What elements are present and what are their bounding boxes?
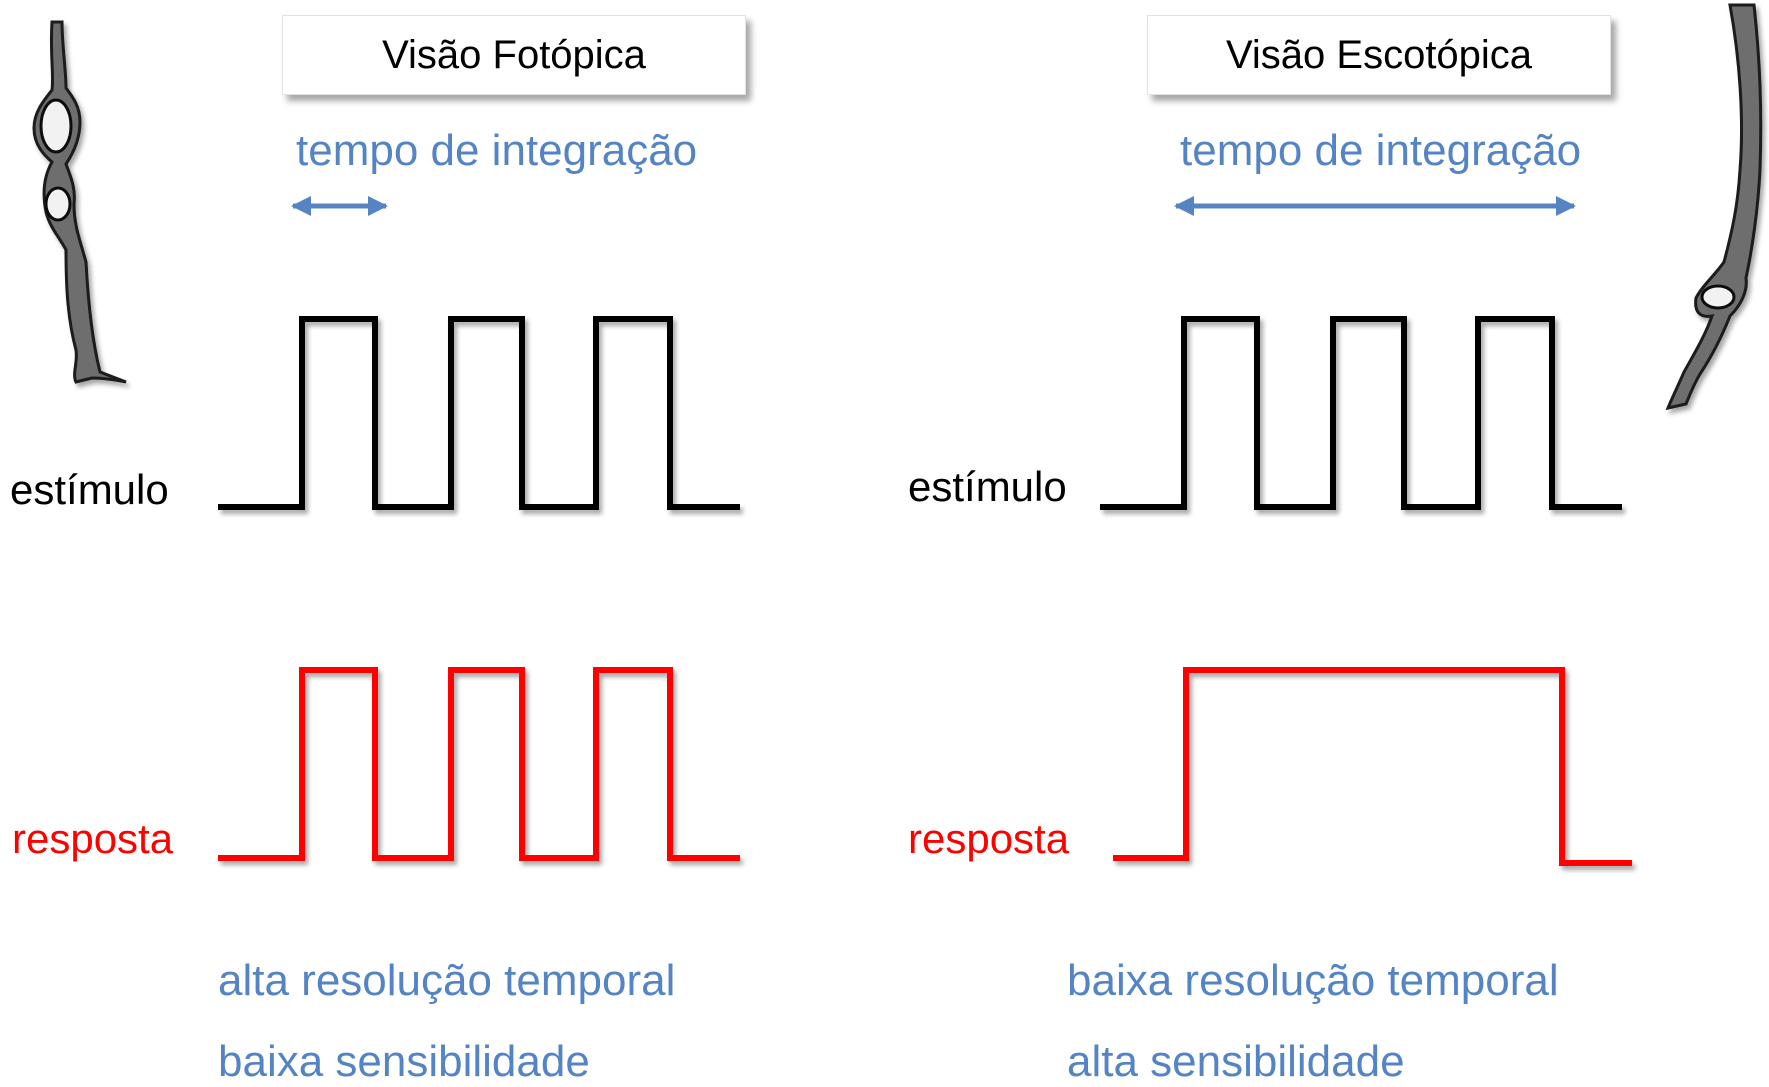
scotopic-integration-label: tempo de integração (1180, 126, 1582, 175)
scotopic-stimulus-waveform (1100, 316, 1622, 510)
photopic-response-label: resposta (12, 815, 174, 862)
photopic-response-waveform (218, 667, 740, 861)
cone-cell-icon (32, 20, 127, 384)
photopic-integration-label: tempo de integração (296, 126, 698, 175)
scotopic-stimulus-label: estímulo (908, 463, 1067, 510)
photopic-caption-line2: baixa sensibilidade (218, 1037, 590, 1086)
photopic-title: Visão Fotópica (382, 33, 646, 77)
photopic-stimulus-waveform (218, 316, 740, 510)
scotopic-response-label: resposta (908, 815, 1070, 862)
rod-cell-icon (1665, 3, 1763, 411)
scotopic-caption-line1: baixa resolução temporal (1067, 956, 1559, 1005)
photopic-title-box: Visão Fotópica (282, 15, 746, 95)
photopic-stimulus-label: estímulo (10, 466, 169, 513)
photopic-caption-line1: alta resolução temporal (218, 956, 676, 1005)
scotopic-response-waveform (1113, 667, 1632, 866)
scotopic-title: Visão Escotópica (1225, 33, 1533, 77)
scotopic-title-box: Visão Escotópica (1147, 15, 1611, 95)
scotopic-caption-line2: alta sensibilidade (1067, 1037, 1405, 1086)
